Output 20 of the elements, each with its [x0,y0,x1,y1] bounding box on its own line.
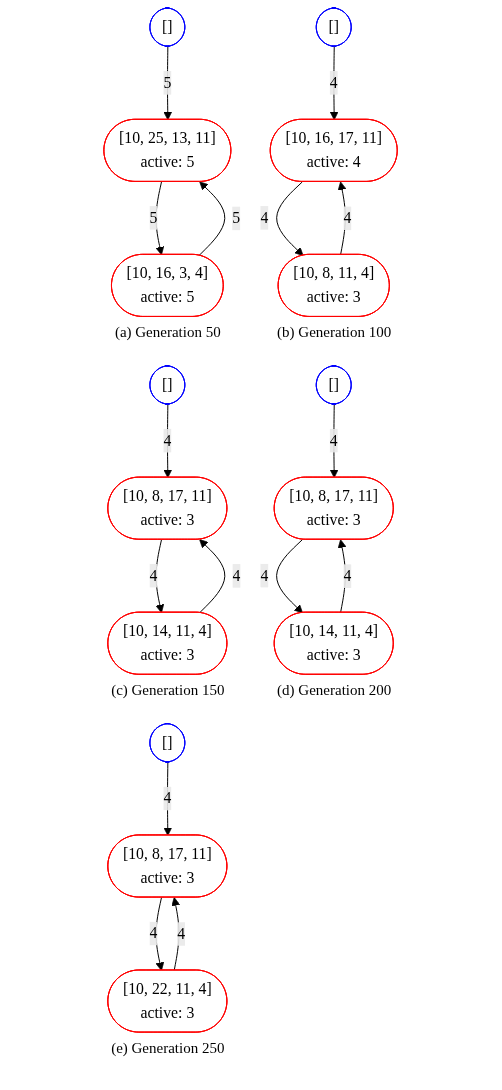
edge-label: 5 [163,73,172,91]
edge-label: 4 [177,925,186,942]
caption: (e) Generation 250 [111,1040,225,1058]
caption: (a) Generation 50 [114,324,221,342]
edge-label: 4 [150,566,158,584]
edge-label: 4 [150,924,158,942]
edge-label: 5 [150,208,158,226]
edge-label: 4 [330,73,339,91]
edge-label: 4 [260,566,269,584]
edge-label: 4 [343,209,352,227]
edge-label: 4 [163,789,172,807]
caption: (d) Generation 200 [277,682,392,700]
edge-label: 5 [232,209,241,227]
caption: (b) Generation 100 [277,324,392,342]
edge-label: 4 [343,567,352,585]
edge-label: 4 [260,208,269,226]
edge-label: 4 [330,431,339,449]
caption: (c) Generation 150 [111,682,225,700]
edge-label: 4 [233,567,241,584]
edge-label: 4 [163,431,172,449]
